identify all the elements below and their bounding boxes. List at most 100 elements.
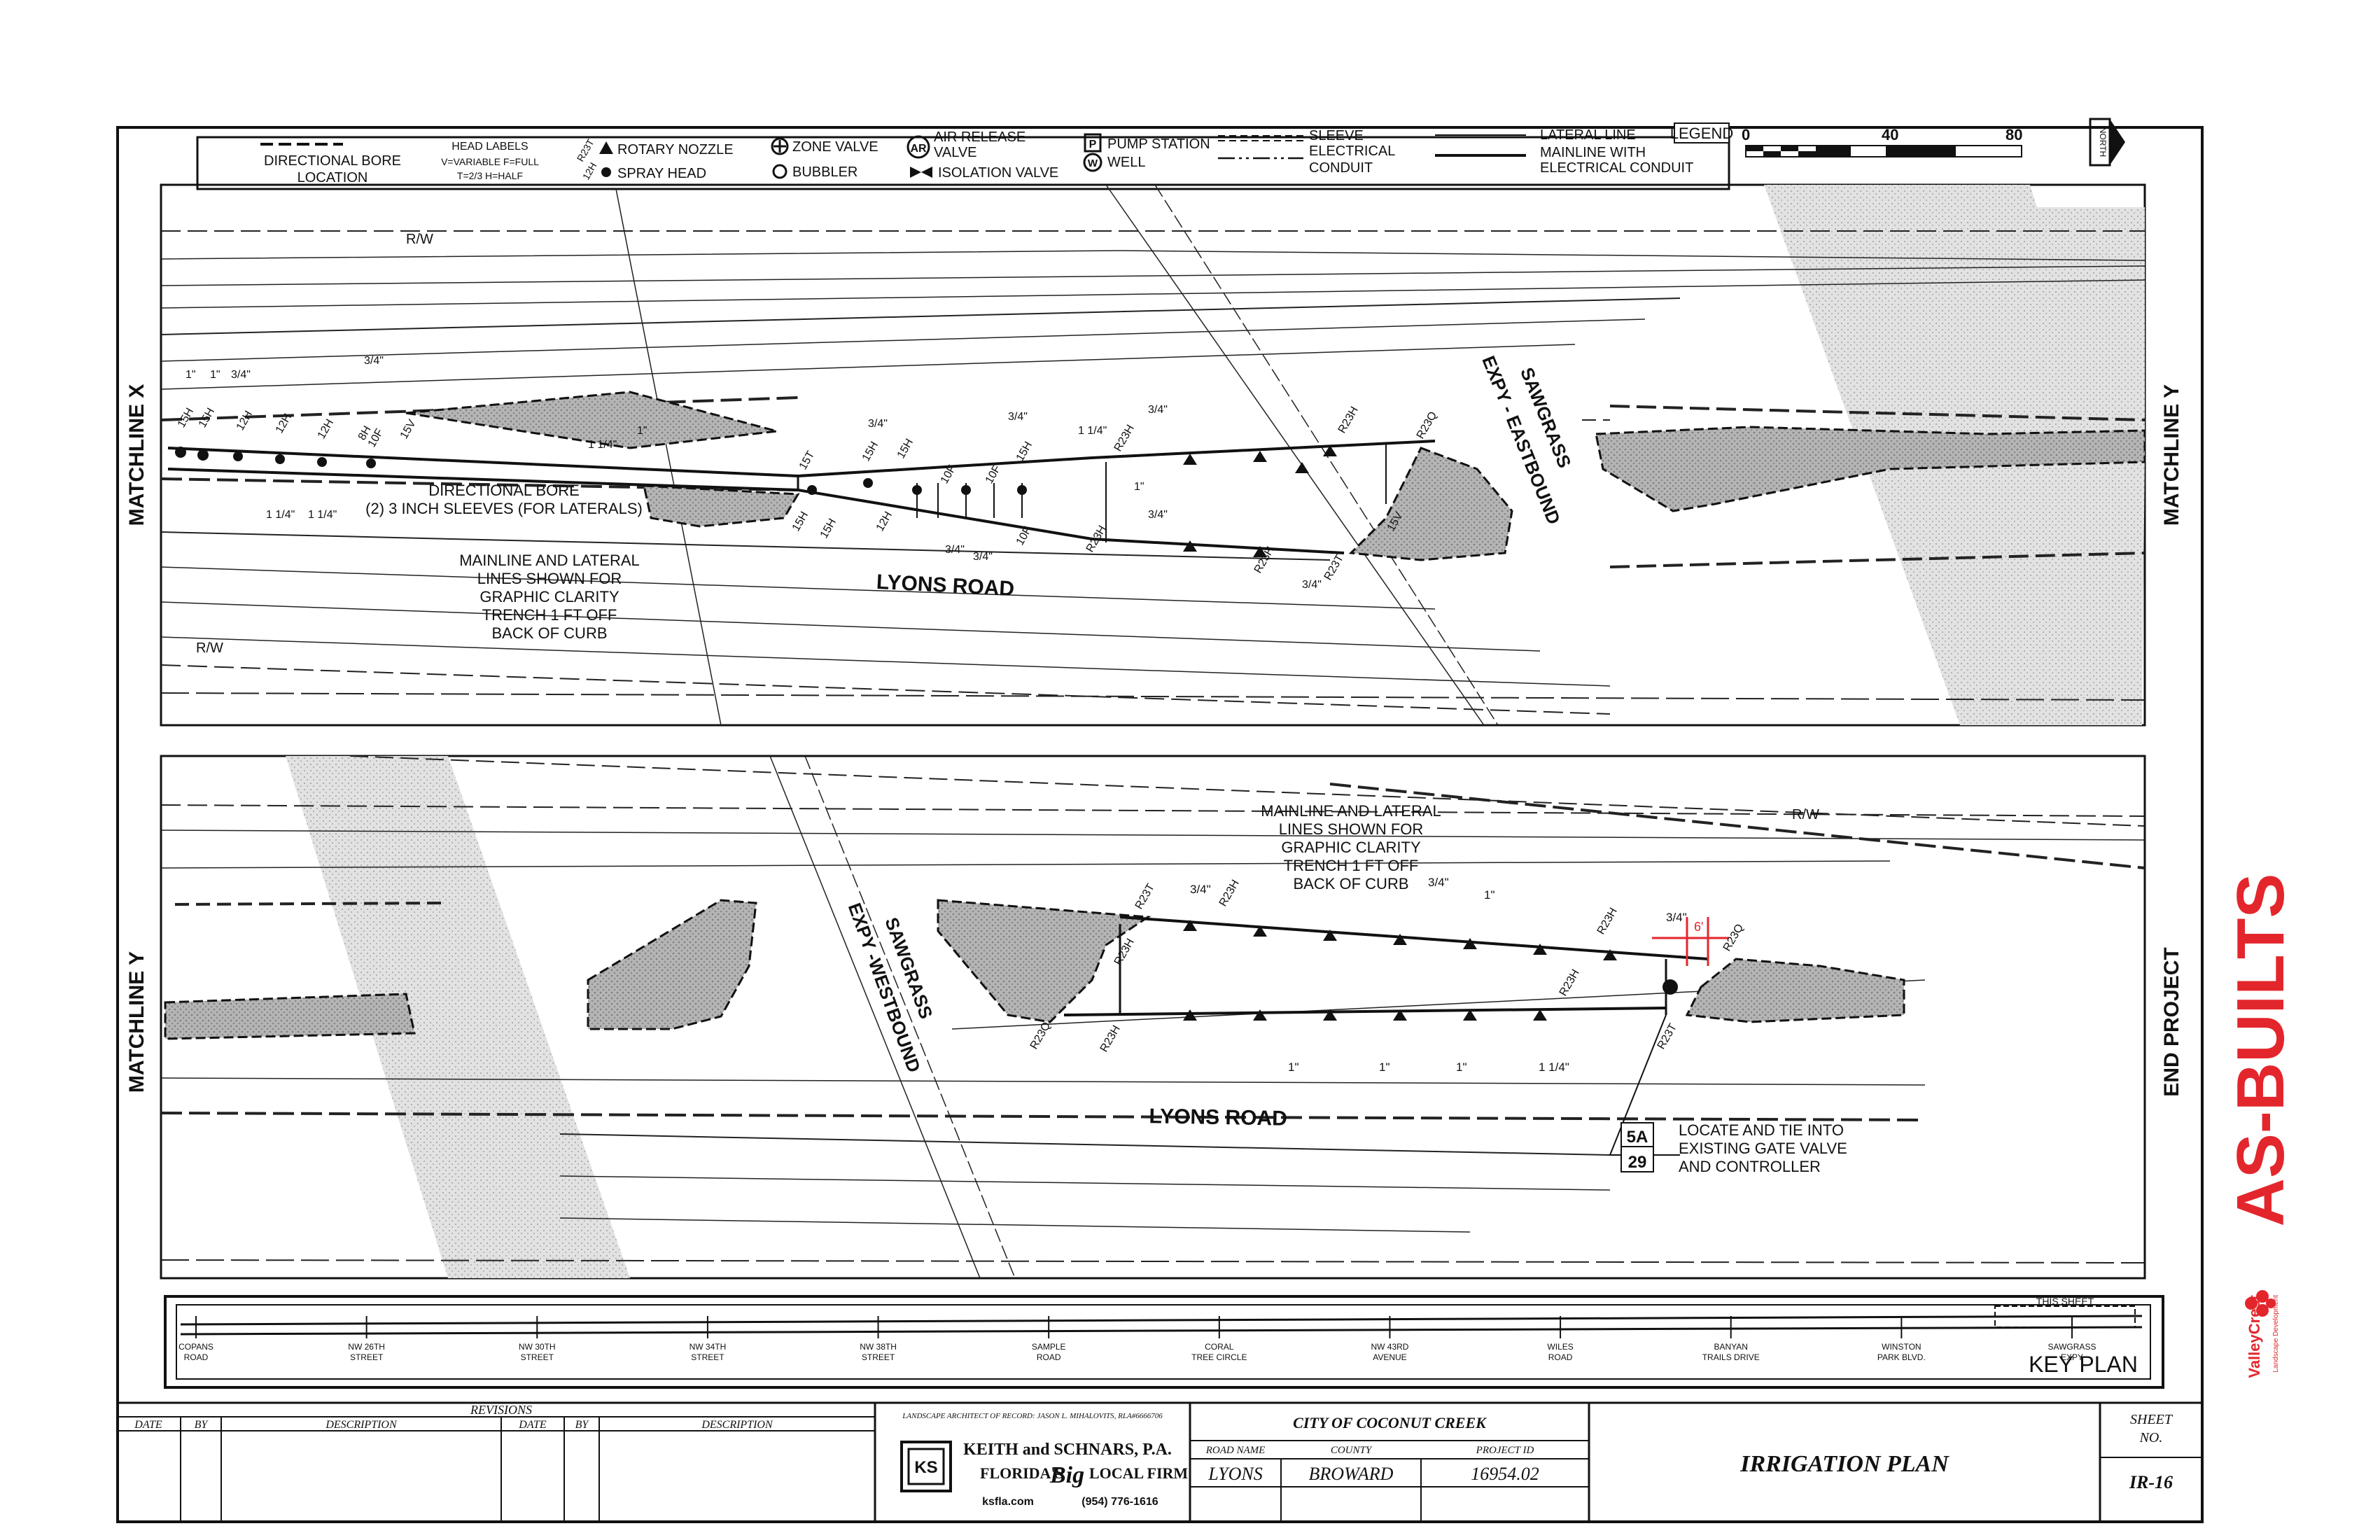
head-label: 15H [790, 510, 811, 533]
island-west-hatch [405, 391, 778, 449]
key-plan-street-label: PARK BLVD. [1877, 1352, 1926, 1362]
plan-panel-bottom: 6' MATCHLINE Y END PROJECT R/W LYONS ROA… [125, 755, 2183, 1280]
key-plan-street-label: AVENUE [1373, 1352, 1406, 1362]
pipe-size: 1 1/4" [588, 439, 617, 451]
key-plan-street-label: CORAL [1205, 1342, 1234, 1352]
head-label: 12H [234, 409, 255, 433]
key-plan-street-label: ROAD [1037, 1352, 1061, 1362]
svg-text:KS: KS [914, 1458, 937, 1477]
legend-pump-station: PUMP STATION [1107, 136, 1210, 152]
callout-ref-bottom: 29 [1628, 1153, 1647, 1172]
key-plan-street-label: EXPY [2061, 1352, 2083, 1362]
rev-description-2: DESCRIPTION [701, 1419, 774, 1431]
pipe-size: 3/4" [1666, 911, 1687, 924]
legend-rotary-nozzle: ROTARY NOZZLE [617, 142, 734, 158]
title-block: REVISIONS DATE BY DESCRIPTION DATE BY DE… [118, 1401, 2202, 1522]
legend-electrical-2: CONDUIT [1309, 160, 1373, 176]
city-name: CITY OF COCONUT CREEK [1293, 1414, 1487, 1432]
svg-text:MAINLINE AND LATERAL: MAINLINE AND LATERAL [459, 552, 640, 569]
scale-max: 80 [2005, 126, 2022, 144]
key-plan-inner [176, 1304, 2151, 1380]
pipe-size: 3/4" [364, 355, 384, 367]
panel-bottom-frame [160, 755, 2146, 1280]
matchline-x-label: MATCHLINE X [125, 384, 148, 526]
island-westbound-hatch [587, 899, 757, 1030]
pipe-size: 1" [1288, 1060, 1299, 1074]
county-value: BROWARD [1309, 1464, 1394, 1484]
legend-title: LEGEND [1670, 125, 1733, 142]
zone-valve-bottom-icon [1662, 979, 1678, 995]
zone-valve-icon [771, 137, 789, 155]
plan-panel-top: MATCHLINE X MATCHLINE Y R/W R/W LYONS RO… [125, 183, 2183, 727]
head-label: R23Q [1415, 410, 1440, 441]
firm-name: KEITH and SCHNARS, P.A. [963, 1441, 1172, 1459]
pipe-sizes-top: 1"1"3/4"3/4"1 1/4"1"1 1/4"1 1/4"3/4"3/4"… [186, 355, 1322, 591]
matchline-y-label-top: MATCHLINE Y [2160, 384, 2183, 526]
well-icon [1083, 153, 1102, 172]
gate-valve-callout: 5A 29 LOCATE AND TIE INTO EXISTING GATE … [1617, 1121, 1847, 1175]
firm-tagline-1: FLORIDA'S [980, 1464, 1064, 1482]
head-label: 15H [860, 440, 881, 463]
rev-by-1: BY [195, 1419, 209, 1431]
svg-text:LINES SHOWN FOR: LINES SHOWN FOR [477, 570, 622, 587]
project-id-value: 16954.02 [1471, 1464, 1539, 1484]
legend-title-box [1674, 122, 1730, 144]
mainline-top [167, 440, 1436, 554]
head-label: R23T [1656, 1021, 1679, 1051]
legend-mainline-2: ELECTRICAL CONDUIT [1540, 160, 1693, 176]
valleycrest-name: ValleyCrest [2246, 1294, 2263, 1378]
la-of-record: LANDSCAPE ARCHITECT OF RECORD: JASON L. … [902, 1412, 1163, 1420]
island-east-hatch [1595, 426, 2146, 512]
key-plan-street-label: WINSTON [1882, 1342, 1921, 1352]
head-label: R23H [1595, 906, 1620, 937]
head-label: R23H [1217, 878, 1242, 909]
key-plan-street-label: STREET [862, 1352, 895, 1362]
lyons-road-label-bottom: LYONS ROAD [1149, 1105, 1287, 1130]
head-label: R23H [1336, 405, 1361, 435]
pipe-size: 3/4" [1428, 876, 1449, 889]
pipe-size: 1" [1134, 481, 1144, 493]
scale-bar [1745, 145, 2022, 158]
head-label: R23H [1112, 937, 1137, 967]
rotary-nozzle-icon [599, 141, 613, 154]
rev-description-1: DESCRIPTION [325, 1419, 398, 1431]
pipe-size: 1" [210, 369, 220, 381]
sheet-number: IR-16 [2129, 1472, 2173, 1492]
key-plan-street-label: ROAD [1548, 1352, 1573, 1362]
svg-text:EXISTING GATE VALVE: EXISTING GATE VALVE [1679, 1140, 1847, 1157]
pipe-size: 3/4" [868, 418, 888, 430]
island-eastbound-hatch [1348, 447, 1513, 561]
key-plan-street-label: ROAD [184, 1352, 209, 1362]
pipe-size: 3/4" [1302, 579, 1322, 591]
key-plan-street-label: NW 43RD [1371, 1342, 1408, 1352]
bubbler-icon [772, 164, 788, 179]
pipe-size: 1 1/4" [1078, 425, 1107, 437]
rev-date-1: DATE [134, 1419, 162, 1431]
valleycrest-sub: Landscape Development [2272, 1295, 2280, 1373]
svg-text:GRAPHIC CLARITY: GRAPHIC CLARITY [479, 588, 620, 606]
pipe-size: 1" [1456, 1060, 1467, 1074]
pipe-sizes-bottom: 3/4"3/4"1"1"3/4"1"1"1 1/4" [1190, 876, 1687, 1074]
island-west-bottom-hatch [164, 993, 416, 1040]
scale-zero: 0 [1742, 126, 1750, 144]
head-label: 15H [895, 437, 916, 461]
rev-date-2: DATE [518, 1419, 547, 1431]
island-west-lower-hatch [643, 484, 800, 528]
head-label: R23T [1133, 881, 1157, 911]
project-id-label: PROJECT ID [1476, 1445, 1534, 1456]
sheet-no-label: NO. [2139, 1430, 2163, 1446]
rw-label-bottom: R/W [1792, 807, 1819, 822]
road-name-value: LYONS [1208, 1464, 1263, 1484]
plan-title: IRRIGATION PLAN [1740, 1451, 1949, 1477]
north-label: NORTH [2098, 127, 2108, 157]
graphic-clarity-note-bottom: MAINLINE AND LATERAL LINES SHOWN FOR GRA… [1261, 802, 1441, 892]
svg-text:AND CONTROLLER: AND CONTROLLER [1679, 1158, 1821, 1175]
legend: LEGEND DIRECTIONAL BORE LOCATION HEAD LA… [196, 118, 2125, 190]
legend-directional-bore: DIRECTIONAL BORE [264, 153, 401, 169]
key-plan-street-label: COPANS [178, 1342, 214, 1352]
zone-valve-icon-cross [774, 140, 786, 153]
